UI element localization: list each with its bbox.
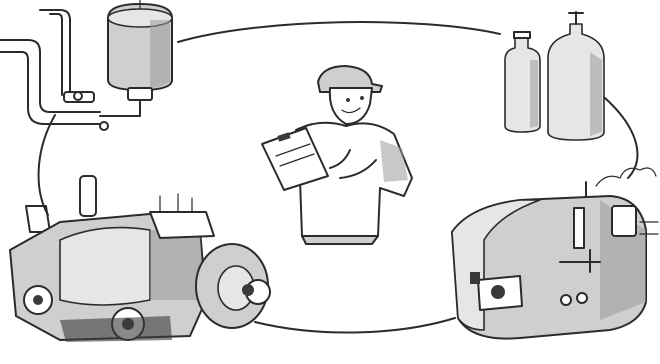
engine-generator [10,176,270,342]
inspector-with-clipboard [262,66,412,244]
water-tank-with-pipes [0,0,172,130]
gas-cylinders [505,12,604,140]
boiler-furnace [452,168,658,339]
